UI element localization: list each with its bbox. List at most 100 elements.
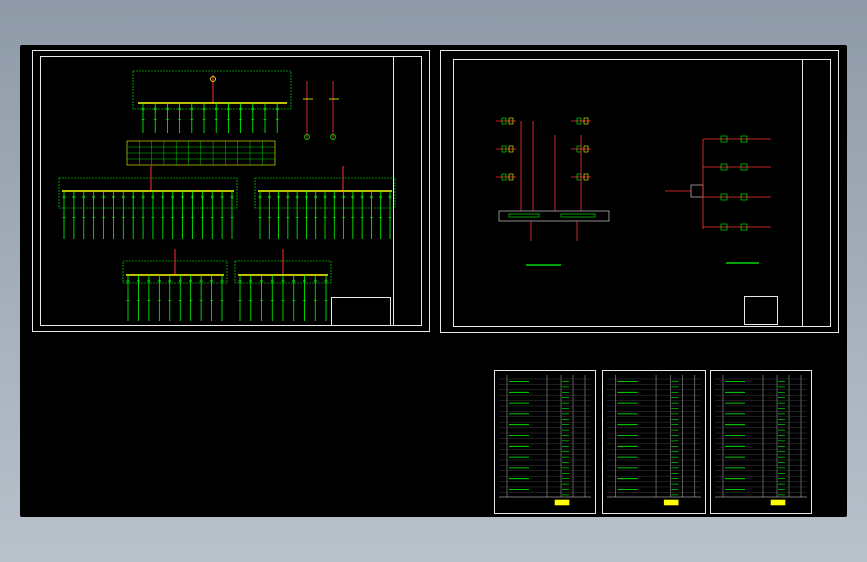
terminal-group-1 [508,213,540,218]
main-incomer-enclosure [132,70,292,110]
distribution-meter-4 [740,223,748,231]
sheet-1-title-block [393,57,421,325]
panel-d-feeder-1-breaker [238,279,242,283]
panel-c-feeder-9-breaker [210,279,214,283]
panel-c-feeder-10-breaker [220,279,224,283]
panel-c-feeder-6-breaker [178,279,182,283]
control-terminal-strip [498,210,610,222]
panel-a-enclosure [58,177,238,209]
aux-motor-1-icon [304,134,310,140]
equipment-list-1[interactable] [494,370,596,514]
sheet-2-title-block [802,60,830,326]
equipment-list-1-grid [499,375,591,506]
list-footer-logo [770,499,786,506]
panel-c-feeder-8-breaker [199,279,203,283]
main-feeder-12-breaker [275,107,279,111]
main-feeder-7-breaker [214,107,218,111]
control-branch-left-3-contact [508,173,514,181]
terminal-group-2 [560,213,596,218]
sheet-2-border [453,59,831,327]
control-branch-right-1-contact [583,117,589,125]
panel-b-feeder-1-breaker [258,195,262,199]
panel-a-feeder-16-breaker [210,195,214,199]
panel-d-feeder-2-breaker [249,279,253,283]
main-feeder-11-breaker [263,107,267,111]
main-feeder-8-breaker [226,107,230,111]
distribution-breaker-1 [720,135,728,143]
control-branch-left-2-contact [508,145,514,153]
panel-c-feeder-1-breaker [126,279,130,283]
list-footer-logo [663,499,679,506]
panel-a-feeder-8-breaker [131,195,135,199]
distribution-breaker-3 [720,193,728,201]
panel-d-feeder-5-breaker [281,279,285,283]
main-feeder-6-breaker [202,107,206,111]
main-feeder-4-breaker [178,107,182,111]
control-branch-left-1-relay [501,117,507,125]
main-feeder-3-breaker [165,107,169,111]
panel-c-feeder-4-breaker [157,279,161,283]
distribution-breaker-2 [720,163,728,171]
panel-a-feeder-6-breaker [111,195,115,199]
distribution-meter-1 [740,135,748,143]
panel-b-feeder-11-breaker [351,195,355,199]
aux-motor-2-icon [330,134,336,140]
panel-a-feeder-1-breaker [62,195,66,199]
panel-d-feeder-8-breaker [313,279,317,283]
panel-a-feeder-3-breaker [82,195,86,199]
sheet-2-stamp-box [744,296,778,325]
control-branch-right-1-relay [576,117,582,125]
main-feeder-10-breaker [251,107,255,111]
panel-b-feeder-13-breaker [369,195,373,199]
distribution-breaker-4 [720,223,728,231]
panel-b-feeder-8-breaker [323,195,327,199]
panel-b-feeder-2-breaker [267,195,271,199]
equipment-list-3[interactable] [710,370,812,514]
panel-a-feeder-14-breaker [191,195,194,199]
sheet-1-border [40,56,422,326]
panel-a-feeder-18-breaker [230,195,234,199]
control-branch-left-1-contact [508,117,514,125]
sheet-2-frame[interactable] [440,50,839,333]
drawing-canvas[interactable] [20,45,847,517]
panel-a-feeder-17-breaker [220,195,224,199]
panel-b-feeder-10-breaker [342,195,346,199]
panel-a-feeder-2-breaker [72,195,76,199]
panel-a-feeder-5-breaker [102,195,105,199]
panel-b-feeder-3-breaker [277,195,281,199]
panel-c-feeder-5-breaker [168,279,172,283]
panel-a-feeder-11-breaker [161,195,165,199]
panel-a-feeder-12-breaker [171,195,175,199]
panel-c-feeder-3-breaker [147,279,151,283]
panel-b-feeder-7-breaker [314,195,318,199]
panel-a-feeder-7-breaker [121,195,125,199]
distribution-meter-3 [740,193,748,201]
panel-b-feeder-9-breaker [332,195,336,199]
control-branch-left-2-relay [501,145,507,153]
main-feeder-2-breaker [153,107,157,111]
sheet-1-diagram [58,70,396,321]
sheet-1-frame[interactable] [32,50,430,332]
panel-b-feeder-12-breaker [360,195,364,199]
main-feeder-1-breaker [141,107,145,111]
panel-c-feeder-7-breaker [189,279,193,283]
main-feeder-5-breaker [190,107,194,111]
distribution-meter-2 [740,163,748,171]
panel-d-feeder-9-breaker [324,279,328,283]
control-branch-left-3-relay [501,173,507,181]
panel-c-feeder-2-breaker [136,279,140,283]
panel-b-feeder-4-breaker [286,195,290,199]
panel-b-feeder-14-breaker [379,195,383,199]
panel-a-feeder-4-breaker [92,195,96,199]
equipment-list-2[interactable] [602,370,706,514]
control-branch-right-2-contact [583,145,589,153]
panel-a-feeder-10-breaker [151,195,155,199]
list-footer-logo [554,499,570,506]
panel-b-feeder-5-breaker [295,195,299,199]
panel-d-feeder-6-breaker [292,279,296,283]
panel-b-feeder-6-breaker [304,195,308,199]
equipment-list-3-grid [715,375,807,506]
panel-a-feeder-15-breaker [200,195,204,199]
panel-d-feeder-3-breaker [260,279,263,283]
panel-b-feeder-15-breaker [388,195,392,199]
